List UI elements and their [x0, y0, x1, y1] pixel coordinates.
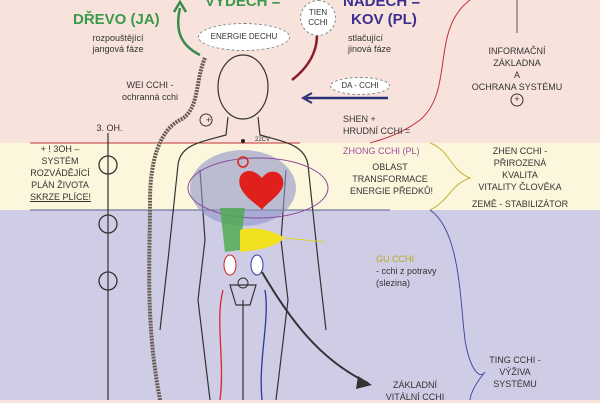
circle-marker	[98, 271, 118, 291]
left-box-3: ROZVÁDĚJÍCÍ	[30, 168, 90, 178]
exhale-title-2: DŘEVO (JA)	[73, 11, 160, 28]
oblast-3: ENERGIE PŘEDKŮ!	[350, 186, 434, 196]
ting-2: VÝŽIVA	[499, 367, 531, 377]
blue-curve	[429, 209, 486, 400]
gu-line-2: (slezina)	[376, 278, 411, 288]
info-2: ZÁKLADNA	[493, 58, 541, 68]
kidney-yang	[223, 254, 237, 276]
kidney-yin	[250, 254, 264, 276]
info-plus: +	[514, 94, 520, 104]
blue-channel	[260, 289, 267, 400]
gu-line-1: - cchi z potravy	[376, 266, 437, 276]
plus-circle-wei	[199, 113, 213, 127]
inhale-title-2: KOV (PL)	[351, 11, 417, 28]
ting-3: SYSTÉMU	[493, 379, 537, 389]
left-box-5: SKRZE PLÍCE!	[30, 192, 92, 202]
info-1: INFORMAČNÍ	[488, 46, 546, 56]
ting-1: TING CCHI -	[489, 355, 541, 365]
middle-band	[0, 143, 600, 210]
inhale-sub-2: jinová fáze	[348, 44, 392, 54]
liver-area	[220, 208, 245, 252]
info-4: OCHRANA SYSTÉMU	[471, 82, 563, 92]
wei-cchi-spiral	[147, 57, 207, 400]
point-22cv	[241, 139, 245, 143]
exhale-arrowhead	[172, 0, 188, 13]
lower-band	[0, 210, 600, 400]
shen-star-icon	[237, 156, 249, 168]
exhale-title-1: VÝDECH =	[205, 0, 281, 10]
cchi-label: CCHI	[308, 18, 328, 27]
exhale-arrow	[176, 7, 201, 57]
da-cchi-bubble: DA - CCHI	[330, 77, 390, 95]
left-box-4: PLÁN ŽIVOTA	[31, 180, 89, 190]
spleen-area	[240, 228, 285, 252]
heart-icon	[239, 171, 284, 210]
inhale-arc	[291, 34, 319, 81]
left-box-1: + ! 3OH –	[40, 144, 80, 154]
left-box-2: SYSTÉM	[41, 156, 79, 166]
energie-dechu-label: ENERGIE DECHU	[210, 32, 278, 41]
zhong-cchi: ZHONG CCHI (PL)	[343, 146, 420, 156]
exhale-sub-2: jangová fáze	[92, 44, 144, 54]
tien-label: TIEN	[308, 8, 328, 17]
oblast-2: TRANSFORMACE	[352, 174, 428, 184]
oh3-label: 3. OH.	[96, 123, 123, 133]
zhen-3: KVALITA	[502, 170, 538, 180]
exhale-sub-1: rozpouštějící	[92, 33, 144, 43]
circle-marker	[98, 155, 118, 175]
gu-arrow	[284, 237, 326, 243]
yellow-brace	[429, 142, 472, 211]
shen-line-1: SHEN +	[343, 114, 376, 124]
circle-marker	[98, 214, 118, 234]
wei-line-1: WEI CCHI -	[126, 80, 174, 90]
zhong-cchi-ellipse	[187, 157, 329, 219]
red-curve	[369, 0, 471, 144]
point-22cv-label: 22CV	[255, 137, 271, 143]
info-3: A	[513, 70, 520, 80]
plus-circle-info	[510, 93, 524, 107]
zeme-label: ZEMĚ - STABILIZÁTOR	[471, 199, 569, 209]
shen-line-2: HRUDNÍ CCHI =	[343, 126, 411, 136]
zhen-4: VITALITY ČLOVĚKA	[478, 182, 562, 192]
zakladni-arrow	[261, 271, 369, 384]
gu-title: GU CCHI	[376, 254, 414, 264]
zakladni-1: ZÁKLADNÍ	[392, 380, 437, 390]
da-cchi-arrowhead	[300, 92, 313, 104]
zakladni-2: VITÁLNÍ CCHI	[385, 392, 445, 402]
zakladni-arrowhead	[356, 376, 372, 389]
red-channel	[219, 289, 224, 400]
oblast-1: OBLAST	[372, 162, 408, 172]
wei-line-2: ochranná cchi	[121, 92, 179, 102]
spiral-icon	[237, 277, 249, 289]
inhale-title-1: NÁDECH =	[343, 0, 421, 10]
human-figure	[159, 54, 327, 400]
inhale-sub-1: stlačující	[348, 33, 384, 43]
da-cchi-label: DA - CCHI	[341, 81, 379, 90]
zhen-1: ZHEN CCHI -	[492, 146, 548, 156]
energie-dechu-bubble: ENERGIE DECHU	[198, 23, 290, 51]
zhen-2: PŘIROZENÁ	[493, 158, 547, 168]
